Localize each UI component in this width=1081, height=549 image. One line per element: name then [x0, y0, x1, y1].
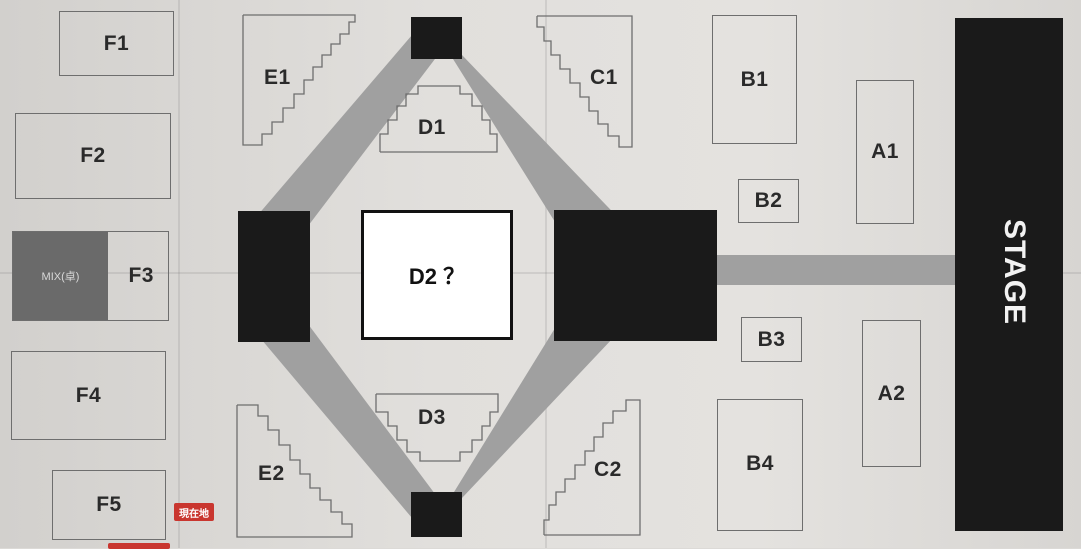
stairs-e2 — [236, 404, 353, 538]
section-b1-label: B1 — [740, 68, 769, 91]
sheet-fold-vertical-mid — [545, 0, 547, 548]
section-e1-label[interactable]: E1 — [264, 66, 291, 89]
section-d2[interactable]: D2 ？ — [361, 210, 513, 340]
section-f3[interactable]: F3 — [12, 231, 169, 321]
section-f2[interactable]: F2 — [15, 113, 171, 199]
section-b3-label: B3 — [757, 327, 786, 351]
red-marker-strip — [108, 543, 170, 549]
section-c1-label[interactable]: C1 — [590, 66, 618, 89]
section-c2-label[interactable]: C2 — [594, 458, 622, 481]
walkway-runway — [715, 255, 960, 285]
section-b2[interactable]: B2 — [738, 179, 799, 223]
current-location-label: 現在地 — [179, 508, 209, 520]
section-b3[interactable]: B3 — [741, 317, 802, 362]
sheet-fold-horizontal — [0, 272, 1081, 274]
section-a1-label: A1 — [871, 140, 899, 163]
section-b4[interactable]: B4 — [717, 399, 803, 531]
section-e2-label[interactable]: E2 — [258, 462, 285, 485]
section-a2-label: A2 — [877, 381, 906, 405]
stairs-e1 — [242, 14, 356, 146]
walkway-bottom-left — [245, 320, 438, 518]
section-f1[interactable]: F1 — [59, 11, 174, 76]
stage-label: STAGE — [998, 218, 1031, 326]
section-d2-label: D2 ？ — [408, 264, 466, 289]
section-f5[interactable]: F5 — [52, 470, 166, 540]
stairs-c2 — [543, 399, 641, 536]
section-b2-label: B2 — [754, 189, 783, 212]
walkway-top-right — [438, 35, 630, 230]
section-f4-label: F4 — [75, 383, 102, 407]
section-b4-label: B4 — [746, 452, 774, 475]
mix-console-label: MIX(卓) — [41, 271, 80, 283]
section-d3-label[interactable]: D3 — [418, 406, 446, 429]
mix-console-area: MIX(卓) — [13, 232, 108, 320]
stage-block — [955, 18, 1063, 531]
platform-right — [554, 210, 717, 341]
stairs-c1 — [536, 15, 633, 148]
section-f2-label: F2 — [80, 144, 106, 167]
section-a2[interactable]: A2 — [862, 320, 921, 467]
sheet-fold-vertical-left — [178, 0, 180, 548]
walkway-top-left — [245, 35, 438, 230]
tower-bottom — [411, 492, 462, 537]
stairs-d3 — [375, 393, 499, 462]
stairs-d1 — [379, 85, 498, 153]
section-a1[interactable]: A1 — [856, 80, 914, 224]
section-b1[interactable]: B1 — [712, 15, 797, 144]
section-f1-label: F1 — [103, 31, 130, 55]
walkway-bottom-right — [438, 320, 630, 518]
section-d1-label[interactable]: D1 — [418, 116, 446, 139]
current-location-marker: 現在地 — [174, 503, 214, 521]
section-f3-label: F3 — [128, 264, 154, 287]
tower-top — [411, 17, 462, 59]
section-f5-label: F5 — [96, 493, 122, 516]
section-f4[interactable]: F4 — [11, 351, 166, 440]
platform-left — [238, 211, 310, 342]
